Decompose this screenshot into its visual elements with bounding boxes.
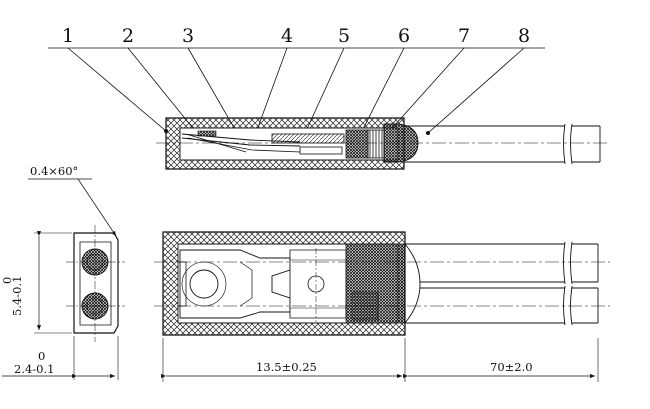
terminal-plate <box>179 249 291 319</box>
width-upper-tol: 0 <box>38 349 45 363</box>
height-upper-tol: 0 <box>0 277 14 284</box>
crimp-sleeve <box>345 129 369 159</box>
callout-1: 1 <box>62 25 74 47</box>
callout-6: 6 <box>398 25 410 47</box>
callout-8: 8 <box>518 25 530 47</box>
leader-1 <box>67 47 167 132</box>
mounting-hole <box>189 269 219 299</box>
chamfer-label: 0.4×60° <box>30 164 78 178</box>
callout-labels: 1 2 3 4 5 6 7 8 <box>62 25 530 47</box>
contact-block <box>197 130 217 137</box>
height-nominal: 5.4-0.1 <box>10 276 24 316</box>
callout-5: 5 <box>338 25 350 47</box>
lead-length-label: 70±2.0 <box>490 360 533 374</box>
terminal-strip <box>271 133 345 144</box>
end-view: 0.4×60° <box>28 164 125 342</box>
plan-section-view <box>154 231 610 336</box>
leader-8 <box>427 47 525 134</box>
body-length-label: 13.5±0.25 <box>256 360 317 374</box>
leader-4 <box>256 47 288 131</box>
terminal-lower <box>299 146 343 155</box>
height-dimension: 5.4-0.1 0 <box>0 231 72 334</box>
width-nominal: 2.4-0.1 <box>14 362 54 376</box>
top-section-view <box>156 117 610 170</box>
length-dimensions: 13.5±0.25 70±2.0 <box>161 338 599 382</box>
callout-3: 3 <box>182 25 194 47</box>
callout-7: 7 <box>458 25 470 47</box>
wire-strands <box>367 129 385 159</box>
callout-2: 2 <box>122 25 134 47</box>
callout-4: 4 <box>281 25 293 47</box>
width-dimension: 2.4-0.1 0 <box>2 336 119 380</box>
